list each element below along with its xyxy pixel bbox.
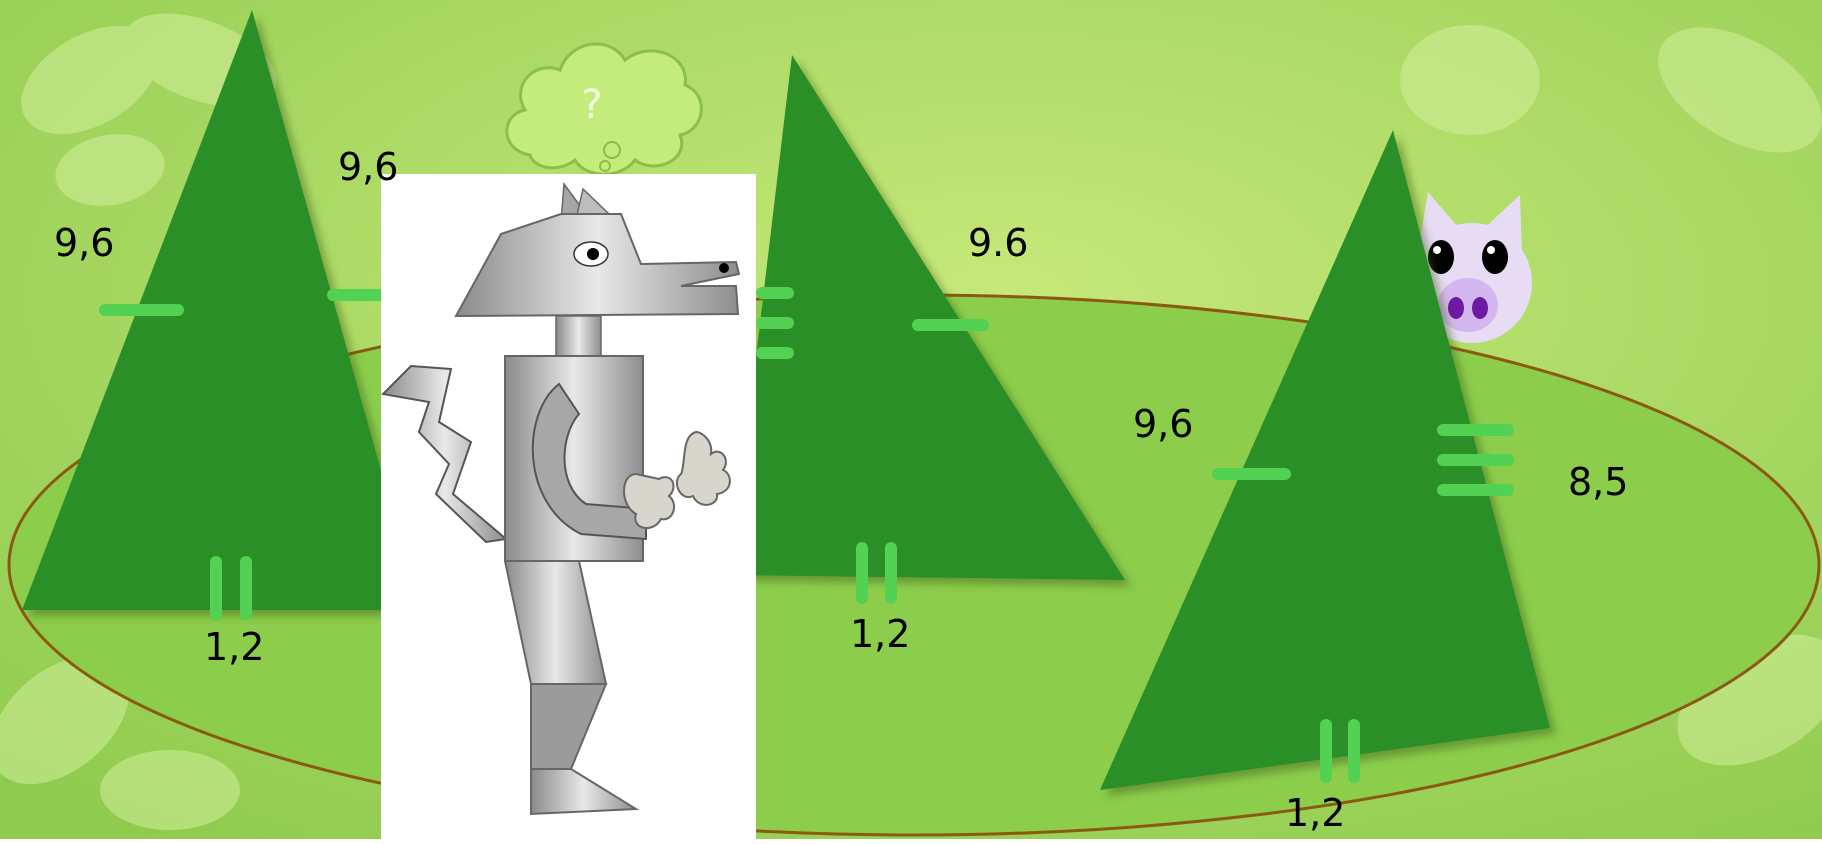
pig-character	[1412, 192, 1532, 343]
middle-triangle-right-side-label: 9.6	[968, 221, 1029, 265]
wolf-nose	[719, 263, 729, 273]
wolf-foot	[530, 768, 640, 816]
left-triangle-right-side-label: 9,6	[338, 145, 399, 189]
pig-eye	[1482, 240, 1508, 274]
pig-ear	[1418, 192, 1462, 252]
wolf-neck	[555, 315, 602, 357]
pig-eye	[1428, 240, 1454, 274]
middle-triangle-base-label: 1,2	[850, 612, 911, 656]
wolf-paw	[623, 430, 731, 529]
pig-nostril	[1472, 297, 1488, 319]
middle-triangle	[730, 55, 1125, 604]
wolf-image-panel	[380, 174, 756, 839]
left-triangle-shape	[22, 10, 420, 610]
right-triangle-shape	[1100, 130, 1550, 790]
wolf-arm	[531, 382, 647, 541]
right-triangle	[1100, 130, 1550, 790]
wolf-leg	[503, 560, 608, 685]
right-triangle-base-label: 1,2	[1285, 791, 1346, 835]
pig-nostril	[1448, 297, 1464, 319]
middle-triangle-shape	[730, 55, 1125, 580]
wolf-character	[380, 181, 741, 816]
left-triangle-left-side-label: 9,6	[54, 221, 115, 265]
right-triangle-right-side-label: 8,5	[1568, 460, 1629, 504]
left-triangle	[22, 10, 420, 620]
pig-snout	[1438, 278, 1498, 332]
wolf-leg	[530, 683, 608, 770]
pig-ear	[1480, 195, 1522, 255]
right-triangle-left-side-label: 9,6	[1133, 402, 1194, 446]
left-triangle-base-label: 1,2	[204, 625, 265, 669]
wolf-tail	[380, 364, 509, 544]
thought-bubble-text: ?	[581, 82, 602, 128]
